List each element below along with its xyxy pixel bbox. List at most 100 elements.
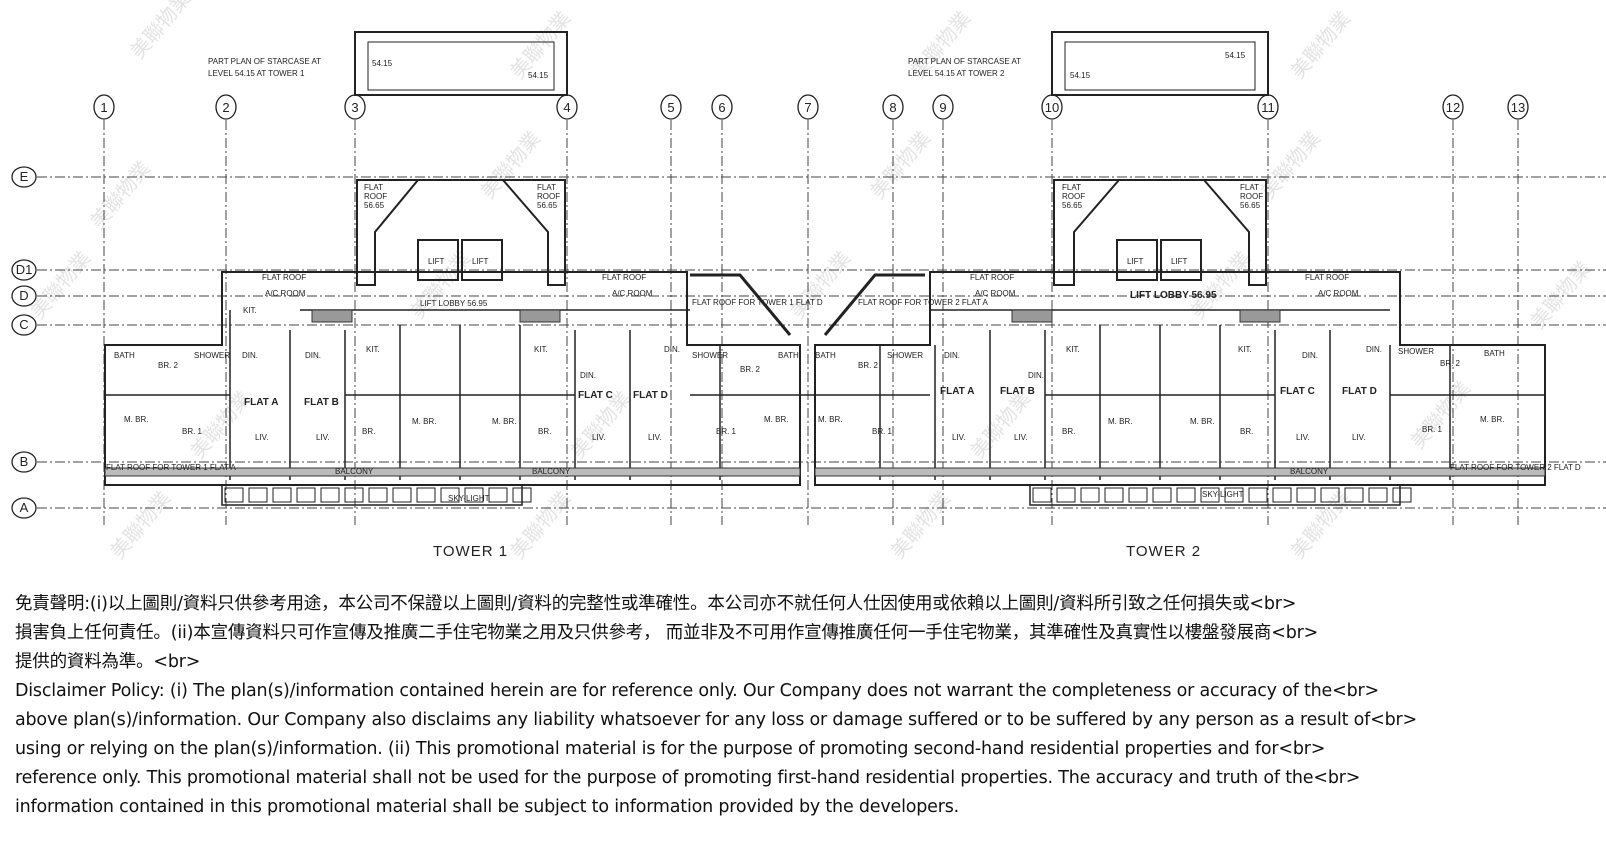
room-label: M. BR. (764, 415, 788, 424)
grid-bubble (797, 94, 819, 120)
grid-bubble (711, 94, 733, 120)
disclaimer-en-line: information contained in this promotiona… (15, 797, 959, 817)
grid-column-label: 13 (1511, 100, 1525, 115)
flat-roof-label: FLAT (1240, 183, 1259, 192)
room-label: LIV. (648, 433, 662, 442)
tower-1-label: TOWER 1 (433, 543, 508, 560)
watermark-logo: 美聯物業 (866, 127, 935, 203)
room-label: BR. 1 (872, 427, 893, 436)
flat-roof-label: FLAT ROOF FOR TOWER 1 FLAT D (692, 298, 823, 307)
flat-roof-label: ROOF (537, 192, 560, 201)
room-label: BALCONY (532, 467, 571, 476)
flat-roof-label: FLAT (364, 183, 383, 192)
ac-room-label: A/C ROOM (612, 289, 653, 298)
grid-bubble (93, 94, 115, 120)
stair-note: PART PLAN OF STARCASE AT (208, 57, 321, 66)
room-label: M. BR. (1190, 417, 1214, 426)
lift-label: LIFT (1127, 257, 1144, 266)
flat-label: FLAT C (578, 390, 613, 401)
grid-row-label: E (20, 169, 29, 184)
grid-row-label: B (20, 454, 29, 469)
stair-note: PART PLAN OF STARCASE AT (908, 57, 1021, 66)
grid-bubble (11, 314, 37, 336)
room-label: BR. 1 (1422, 425, 1443, 434)
grid-column-label: 9 (939, 100, 946, 115)
sky-light-pane (1344, 487, 1364, 503)
flat-roof-label: FLAT ROOF FOR TOWER 1 FLAT A (106, 463, 236, 472)
grid-column-label: 4 (563, 100, 570, 115)
sky-light-pane (320, 487, 340, 503)
flat-roof-label: FLAT (537, 183, 556, 192)
lift-lobby-label: LIFT LOBBY 56.95 (1130, 290, 1217, 301)
grid-bubble (660, 94, 682, 120)
ac-room-label: A/C ROOM (975, 289, 1016, 298)
room-label: LIV. (592, 433, 606, 442)
watermark-logo: 美聯物業 (106, 487, 175, 563)
grid-column-label: 11 (1261, 100, 1275, 115)
flat-roof-label: FLAT ROOF (1305, 273, 1349, 282)
room-label: KIT. (243, 306, 257, 315)
flat-roof-label: FLAT ROOF FOR TOWER 2 FLAT A (858, 298, 988, 307)
sky-light-pane (368, 487, 388, 503)
room-label: BR. 2 (858, 361, 879, 370)
room-label: SHOWER (692, 351, 728, 360)
flat-label: FLAT C (1280, 386, 1315, 397)
disclaimer-en-line: above plan(s)/information. Our Company a… (15, 710, 1417, 730)
room-label: DIN. (242, 351, 258, 360)
grid-column-label: 10 (1045, 100, 1059, 115)
room-label: LIV. (1296, 433, 1310, 442)
grid-bubble (11, 259, 37, 281)
level-mark: 54.15 (1070, 71, 1091, 80)
grid-bubble (11, 166, 37, 188)
watermark-logo: 美聯物業 (506, 487, 575, 563)
room-label: KIT. (366, 345, 380, 354)
disclaimer-en-line: using or relying on the plan(s)/informat… (15, 739, 1326, 759)
grid-lines (37, 120, 1606, 525)
lift-label: LIFT (428, 257, 445, 266)
room-label: BR. 1 (716, 427, 737, 436)
sky-light-pane (440, 487, 460, 503)
level-mark: 54.15 (528, 71, 549, 80)
level-mark: 54.15 (1225, 51, 1246, 60)
room-label: BR. 2 (1440, 359, 1461, 368)
room-label: LIV. (1352, 433, 1366, 442)
disclaimer-zh-line: 免責聲明:(i)以上圖則/資料只供參考用途，本公司不保證以上圖則/資料的完整性或… (15, 594, 1297, 614)
sky-light-pane (1128, 487, 1148, 503)
lift-label: LIFT (472, 257, 489, 266)
grid-bubble (932, 94, 954, 120)
sky-light-pane (272, 487, 292, 503)
flat-roof-label: ROOF (1240, 192, 1263, 201)
grid-column-label: 7 (804, 100, 811, 115)
watermark-logo: 美聯物業 (1526, 257, 1595, 333)
flat-roof-label: FLAT (1062, 183, 1081, 192)
room-label: BALCONY (335, 467, 374, 476)
sky-light-pane (1320, 487, 1340, 503)
grid-bubble (11, 285, 37, 307)
sky-light-pane (1176, 487, 1196, 503)
sky-light-pane (296, 487, 316, 503)
flat-roof-label: FLAT ROOF (602, 273, 646, 282)
room-label: LIV. (1014, 433, 1028, 442)
grid-column-label: 3 (351, 100, 358, 115)
sky-light-pane (1296, 487, 1316, 503)
room-label: DIN. (944, 351, 960, 360)
watermark-logo: 美聯物業 (476, 127, 545, 203)
sky-light-pane (392, 487, 412, 503)
disclaimer: 免責聲明:(i)以上圖則/資料只供參考用途，本公司不保證以上圖則/資料的完整性或… (15, 590, 1605, 822)
grid-row-label: D1 (16, 262, 33, 277)
grid-column-label: 1 (100, 100, 107, 115)
room-label: SKY-LIGHT (448, 494, 490, 503)
sky-light-pane (1104, 487, 1124, 503)
grid-row-label: A (20, 500, 29, 515)
sky-light-pane (488, 487, 508, 503)
sky-light-pane (1200, 487, 1220, 503)
grid-bubble (215, 94, 237, 120)
room-label: SHOWER (194, 351, 230, 360)
room-label: M. BR. (1480, 415, 1504, 424)
room-label: DIN. (1028, 371, 1044, 380)
watermark-logo: 美聯物業 (186, 387, 255, 463)
watermark-logo: 美聯物業 (1286, 7, 1355, 83)
grid-bubble (11, 451, 37, 473)
